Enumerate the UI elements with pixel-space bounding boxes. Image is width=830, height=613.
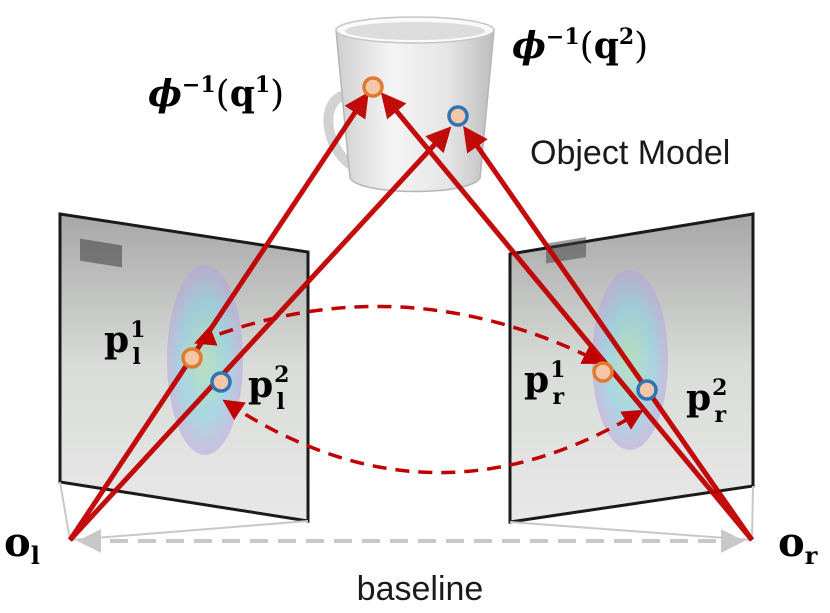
left-marker-tag	[80, 238, 122, 268]
point-p-l2	[210, 371, 232, 393]
label-o-r: or	[778, 519, 818, 570]
label-phi-q2: ϕ−1(q2)	[512, 24, 648, 67]
mug-opening	[345, 22, 485, 40]
ray-right-to-q2	[463, 125, 755, 542]
point-p-l1	[181, 347, 203, 369]
right-frustum-bottom	[509, 521, 753, 541]
point-p-r2	[636, 379, 658, 401]
ray-left-to-q1	[67, 91, 369, 542]
arc-p2-correspondence	[222, 399, 644, 475]
mug-object-model	[323, 16, 495, 193]
point-q2-object	[447, 105, 469, 127]
label-object-model: Object Model	[530, 134, 730, 172]
keypoints	[181, 76, 658, 401]
right-frustum-top	[751, 485, 754, 541]
label-phi-q1: ϕ−1(q1)	[148, 72, 284, 115]
label-baseline: baseline	[357, 570, 484, 608]
correspondence-arcs	[194, 304, 644, 475]
left-frustum-bottom	[69, 520, 309, 541]
arc-p1-correspondence	[194, 304, 604, 364]
point-q1-object	[362, 76, 384, 98]
point-p-r1	[592, 361, 614, 383]
label-o-l: ol	[4, 519, 40, 570]
left-frustum-top	[59, 481, 71, 541]
ray-right-to-q1	[380, 92, 754, 542]
mug-body	[335, 29, 495, 193]
